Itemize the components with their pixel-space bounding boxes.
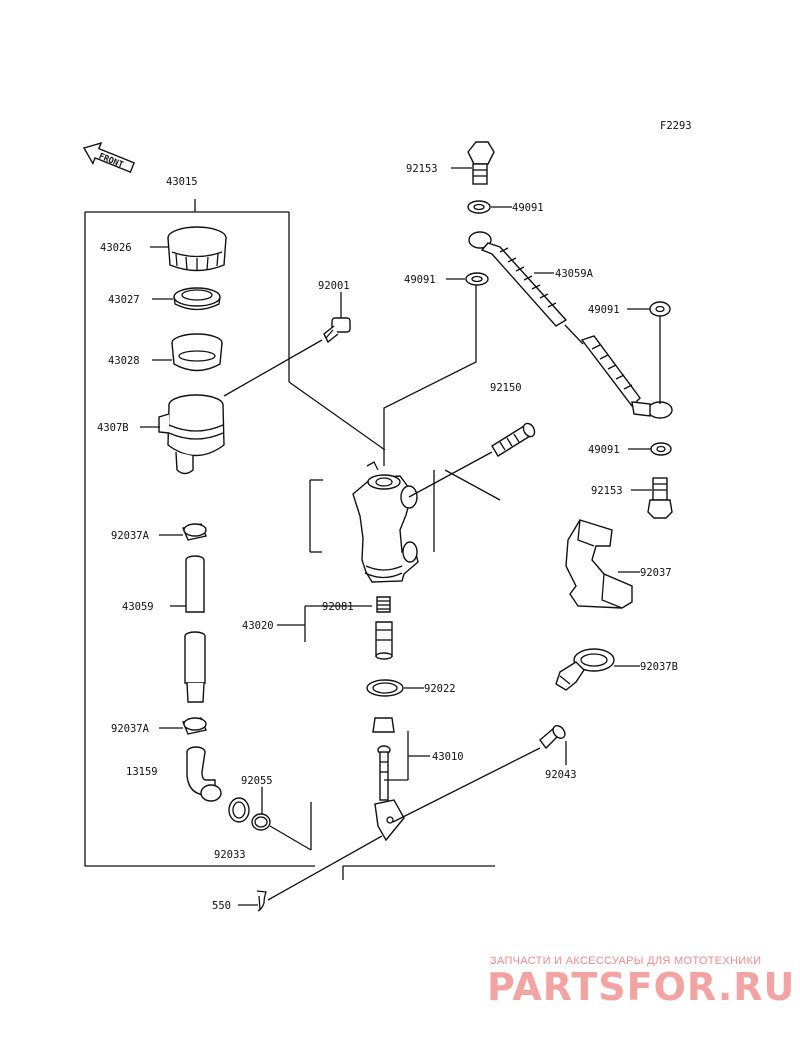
label-43059a: 43059A — [555, 268, 594, 280]
brake-hose — [468, 231, 673, 419]
push-rod — [374, 745, 405, 842]
label-43078: 4307B — [97, 422, 129, 434]
label-49091-c: 49091 — [588, 304, 620, 316]
washer-c — [649, 301, 671, 317]
label-92037b: 92037B — [640, 661, 678, 673]
reservoir-hose — [184, 555, 206, 703]
label-43015: 43015 — [166, 176, 198, 188]
label-92037a-top: 92037A — [111, 530, 150, 542]
figure-code: F2293 — [660, 120, 692, 132]
elbow-fitting — [186, 746, 222, 802]
cotter-pin — [256, 890, 267, 912]
circlip — [228, 797, 250, 823]
master-cylinder-assembly-frame — [84, 199, 495, 880]
snap-ring — [366, 679, 404, 697]
label-49091-d: 49091 — [588, 444, 620, 456]
reservoir-cap — [167, 226, 227, 272]
label-92081: 92081 — [322, 601, 354, 613]
label-43010: 43010 — [432, 751, 464, 763]
o-ring — [251, 813, 271, 831]
fluid-reservoir — [158, 394, 225, 475]
hose-clamp — [565, 519, 633, 609]
label-13159: 13159 — [126, 766, 158, 778]
label-43020: 43020 — [242, 620, 274, 632]
clevis-pin — [539, 725, 566, 750]
label-550: 550 — [212, 900, 231, 912]
label-43026: 43026 — [100, 242, 132, 254]
band-clamp — [555, 648, 615, 691]
label-92153-bottom: 92153 — [591, 485, 623, 497]
label-92055: 92055 — [241, 775, 273, 787]
hose-clip-top — [182, 523, 207, 541]
label-43027: 43027 — [108, 294, 140, 306]
label-92037a-bottom: 92037A — [111, 723, 150, 735]
label-92153-top: 92153 — [406, 163, 438, 175]
banjo-bolt — [491, 422, 536, 457]
label-49091-b: 49091 — [404, 274, 436, 286]
washer-d — [650, 442, 672, 456]
label-92043: 92043 — [545, 769, 577, 781]
banjo-bolt-lower — [647, 477, 673, 519]
mounting-bolt — [323, 317, 351, 344]
master-cylinder-body — [352, 461, 419, 583]
label-43028: 43028 — [108, 355, 140, 367]
front-arrow-icon: FRONT — [82, 141, 135, 174]
return-spring — [376, 596, 391, 613]
diaphragm — [171, 333, 223, 372]
label-92001: 92001 — [318, 280, 350, 292]
label-92037: 92037 — [640, 567, 672, 579]
label-92022: 92022 — [424, 683, 456, 695]
watermark-tagline: ЗАПЧАСТИ И АКСЕССУАРЫ ДЛЯ МОТОТЕХНИКИ — [490, 955, 761, 967]
diaphragm-plate — [173, 287, 221, 311]
banjo-bolt-upper — [467, 141, 495, 185]
label-49091-a: 49091 — [512, 202, 544, 214]
label-92033: 92033 — [214, 849, 246, 861]
label-43059: 43059 — [122, 601, 154, 613]
washer-b — [465, 272, 489, 286]
push-rod-boot — [372, 717, 395, 733]
label-92150: 92150 — [490, 382, 522, 394]
watermark-brand: PARTSFOR.RU — [487, 965, 795, 1009]
piston — [375, 621, 393, 660]
washer-a — [467, 200, 491, 214]
hose-clip-bottom — [182, 717, 207, 735]
